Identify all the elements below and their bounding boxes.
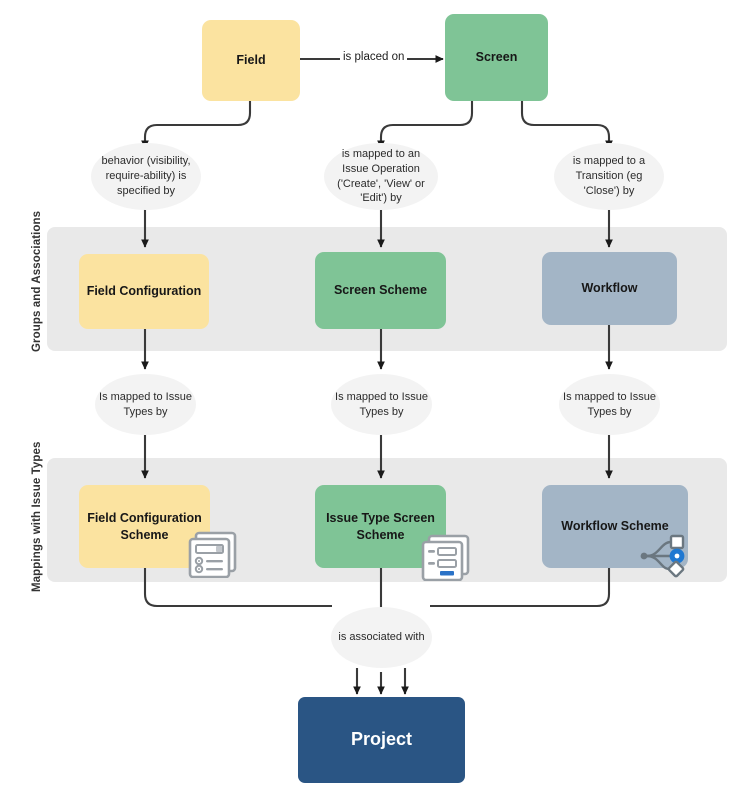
node-field-configuration-label: Field Configuration xyxy=(86,284,202,299)
node-workflow[interactable]: Workflow xyxy=(542,252,677,325)
edge-label-is-placed-on: is placed on xyxy=(340,51,408,63)
node-screen-scheme[interactable]: Screen Scheme xyxy=(315,252,446,329)
ellipse-issue-operation: is mapped to an Issue Operation ('Create… xyxy=(324,143,438,210)
node-screen-label: Screen xyxy=(475,50,518,65)
ellipse-mapped-issue-types-left: Is mapped to Issue Types by xyxy=(95,374,196,435)
node-field-configuration[interactable]: Field Configuration xyxy=(79,254,209,329)
node-workflow-scheme-label: Workflow Scheme xyxy=(561,519,669,534)
node-field-label: Field xyxy=(236,53,266,68)
node-field[interactable]: Field xyxy=(202,20,300,101)
band-label-mappings-with-issue-types: Mappings with Issue Types xyxy=(31,441,43,592)
node-field-configuration-scheme[interactable]: Field Configuration Scheme xyxy=(79,485,210,568)
form-document-icon xyxy=(187,530,239,583)
node-field-configuration-scheme-label: Field Configuration Scheme xyxy=(87,511,202,542)
workflow-nodes-icon xyxy=(637,534,691,583)
ellipse-behavior-specified-by: behavior (visibility, require-ability) i… xyxy=(91,143,201,210)
ellipse-mapped-issue-types-mid: Is mapped to Issue Types by xyxy=(331,374,432,435)
node-workflow-scheme[interactable]: Workflow Scheme xyxy=(542,485,688,568)
node-workflow-label: Workflow xyxy=(581,281,638,296)
node-issue-type-screen-scheme-label: Issue Type Screen Scheme xyxy=(326,511,435,542)
ellipse-transition: is mapped to a Transition (eg 'Close') b… xyxy=(554,143,664,210)
node-screen[interactable]: Screen xyxy=(445,14,548,101)
band-label-groups-and-associations: Groups and Associations xyxy=(31,210,43,352)
screen-layout-icon xyxy=(420,533,472,586)
ellipse-is-associated-with: is associated with xyxy=(331,607,432,668)
node-project[interactable]: Project xyxy=(298,697,465,783)
node-project-label: Project xyxy=(350,729,413,750)
ellipse-mapped-issue-types-right: Is mapped to Issue Types by xyxy=(559,374,660,435)
node-screen-scheme-label: Screen Scheme xyxy=(333,283,428,298)
node-issue-type-screen-scheme[interactable]: Issue Type Screen Scheme xyxy=(315,485,446,568)
